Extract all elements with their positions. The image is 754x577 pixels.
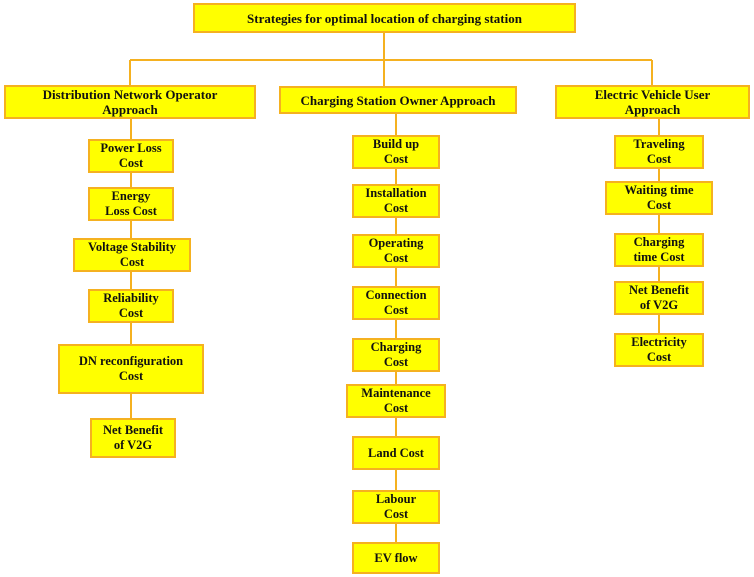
dno-item-reliability-cost: Reliability Cost	[88, 289, 174, 323]
cso-item-installation-cost: Installation Cost	[352, 184, 440, 218]
dno-item-energy-loss-cost: Energy Loss Cost	[88, 187, 174, 221]
dno-item-net-benefit-v2g: Net Benefit of V2G	[90, 418, 176, 458]
cso-item-labour-cost: Labour Cost	[352, 490, 440, 524]
root-node: Strategies for optimal location of charg…	[193, 3, 576, 33]
cso-item-charging-cost: Charging Cost	[352, 338, 440, 372]
dno-item-voltage-stability-cost: Voltage Stability Cost	[73, 238, 191, 272]
evu-item-electricity-cost: Electricity Cost	[614, 333, 704, 367]
cso-item-ev-flow: EV flow	[352, 542, 440, 574]
cso-item-land-cost: Land Cost	[352, 436, 440, 470]
dno-item-dn-reconfiguration-cost: DN reconfiguration Cost	[58, 344, 204, 394]
branch-evu-approach: Electric Vehicle User Approach	[555, 85, 750, 119]
evu-item-charging-time-cost: Charging time Cost	[614, 233, 704, 267]
branch-cso-approach: Charging Station Owner Approach	[279, 86, 517, 114]
dno-item-power-loss-cost: Power Loss Cost	[88, 139, 174, 173]
cso-item-connection-cost: Connection Cost	[352, 286, 440, 320]
evu-item-traveling-cost: Traveling Cost	[614, 135, 704, 169]
cso-item-maintenance-cost: Maintenance Cost	[346, 384, 446, 418]
evu-item-waiting-time-cost: Waiting time Cost	[605, 181, 713, 215]
cso-item-operating-cost: Operating Cost	[352, 234, 440, 268]
evu-item-net-benefit-v2g: Net Benefit of V2G	[614, 281, 704, 315]
branch-dno-approach: Distribution Network Operator Approach	[4, 85, 256, 119]
cso-item-build-up-cost: Build up Cost	[352, 135, 440, 169]
